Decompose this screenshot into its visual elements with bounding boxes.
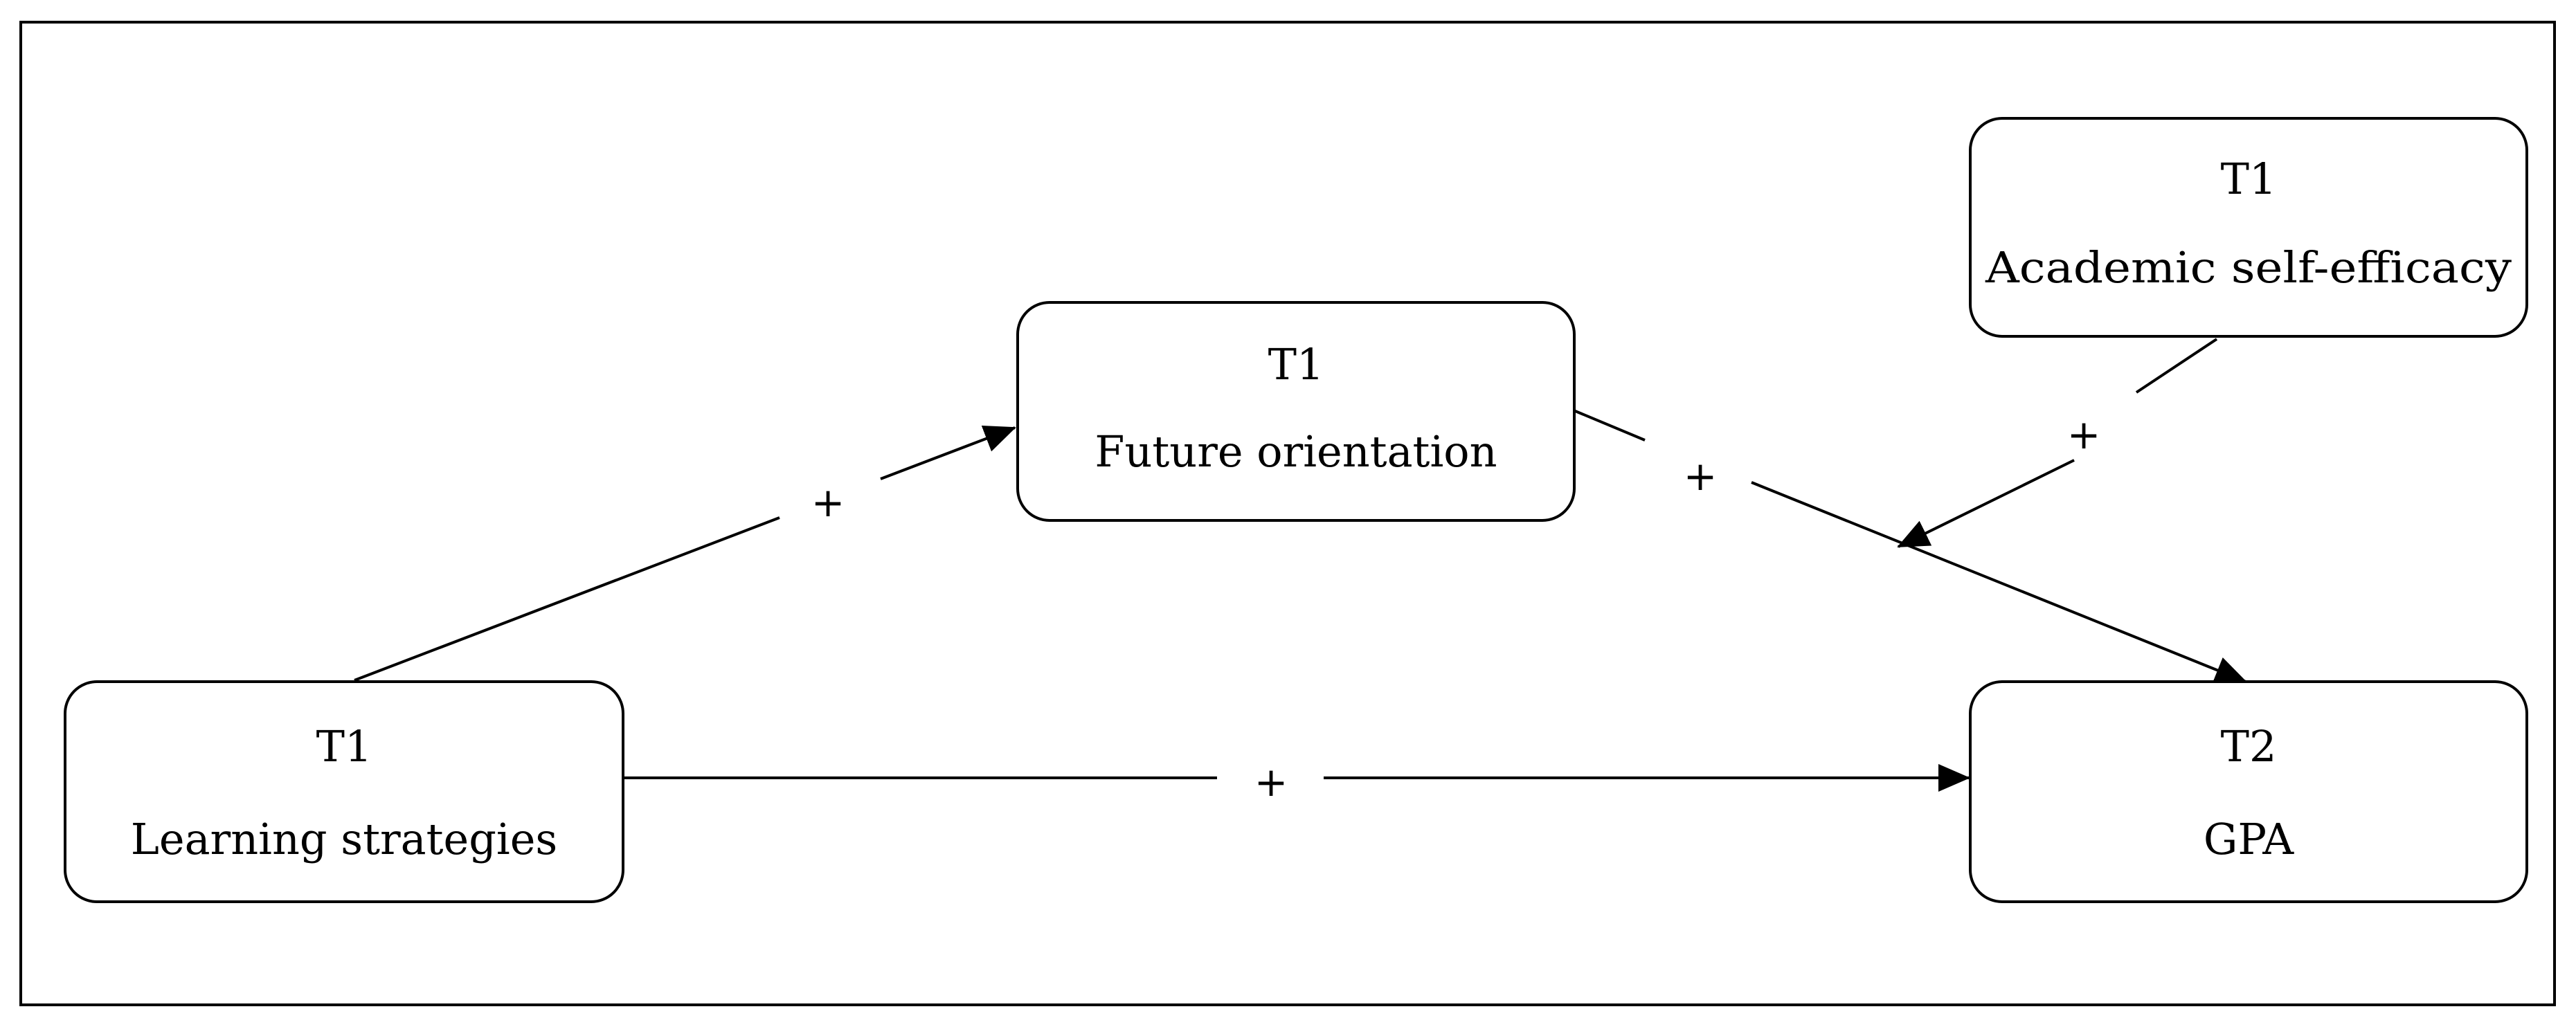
edge-efficacy-moderation-line-b — [1897, 459, 2075, 548]
node-gpa-label: GPA — [2204, 814, 2295, 864]
edge-future-to-gpa: + — [1551, 400, 2247, 684]
edge-efficacy-moderation: + — [1897, 338, 2218, 548]
node-gpa-box — [1969, 680, 2528, 903]
edge-learning-to-future-line-b — [880, 425, 1016, 480]
node-learning-strategies: T1 Learning strategies — [64, 680, 624, 903]
edge-future-to-gpa-sign: + — [1684, 453, 1718, 500]
edge-learning-to-future-sign: + — [811, 479, 845, 526]
node-academic-self-efficacy: T1 Academic self-efficacy — [1969, 117, 2528, 338]
edge-learning-to-future-line-a — [354, 516, 780, 682]
node-gpa: T2 GPA — [1969, 680, 2528, 903]
node-academic-self-efficacy-time: T1 — [2221, 154, 2277, 204]
edge-future-to-gpa-line-b — [1751, 481, 2247, 684]
node-future-orientation-box — [1016, 301, 1576, 522]
edge-efficacy-moderation-sign: + — [2067, 411, 2101, 458]
figure-frame — [19, 21, 2556, 1006]
node-future-orientation: T1 Future orientation — [1016, 301, 1576, 522]
node-future-orientation-label: Future orientation — [1095, 426, 1497, 477]
node-learning-strategies-label: Learning strategies — [131, 814, 558, 864]
edge-learning-to-future: + — [354, 425, 1016, 682]
node-future-orientation-time: T1 — [1268, 339, 1324, 390]
edge-learning-to-gpa-sign: + — [1254, 758, 1288, 806]
node-academic-self-efficacy-label: Academic self-efficacy — [1985, 242, 2512, 293]
node-learning-strategies-time: T1 — [316, 721, 372, 772]
node-learning-strategies-box — [64, 680, 624, 903]
edge-efficacy-moderation-line-a — [2135, 338, 2218, 394]
node-gpa-time: T2 — [2221, 721, 2277, 772]
node-academic-self-efficacy-box — [1969, 117, 2528, 338]
edge-learning-to-gpa: + — [623, 758, 1970, 806]
